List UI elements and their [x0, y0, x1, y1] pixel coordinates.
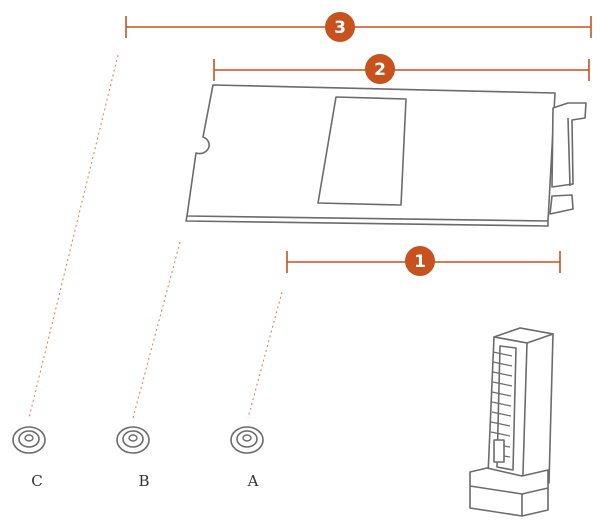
- m2-slot-base-edge-right: [521, 487, 549, 495]
- dimension-line-1: 1: [286, 246, 561, 276]
- dimension-line-2: 2: [213, 54, 590, 84]
- dimension-badge-2-label: 2: [374, 60, 386, 80]
- m2-card-edge: [185, 215, 549, 227]
- standoff-c-hole: [24, 434, 34, 442]
- m2-slot-opening: [496, 345, 517, 471]
- dimension-badge-2: [365, 54, 395, 84]
- m2-card-contact-tab: [549, 194, 574, 215]
- standoff-c-label: C: [31, 472, 42, 490]
- standoff-c: C: [12, 426, 46, 490]
- guide-lines: [28, 54, 283, 419]
- m2-module-card: [185, 84, 587, 227]
- m2-slot-base-edge: [469, 485, 523, 495]
- dimension-badge-1: [405, 246, 435, 276]
- m2-slot-pins: [490, 351, 513, 458]
- standoff-b-hole: [128, 434, 138, 442]
- guide-line-a: [247, 291, 283, 419]
- guide-line-c: [28, 54, 119, 419]
- dimension-badge-3-label: 3: [334, 18, 346, 38]
- dimension-badge-1-label: 1: [414, 252, 426, 272]
- standoff-b: B: [116, 426, 150, 490]
- dimension-badge-3: [325, 12, 355, 42]
- dimension-line-3: 3: [125, 12, 592, 42]
- standoff-b-label: B: [138, 472, 149, 490]
- m2-card-key-line: [567, 117, 571, 187]
- m2-card-chip: [317, 96, 407, 206]
- standoff-a-hole: [242, 434, 252, 442]
- standoff-a-label: A: [247, 472, 259, 490]
- standoff-a: A: [230, 426, 264, 490]
- m2-slot-connector: [469, 327, 554, 517]
- guide-line-b: [132, 241, 181, 419]
- m2-slot-key-notch: [493, 439, 505, 463]
